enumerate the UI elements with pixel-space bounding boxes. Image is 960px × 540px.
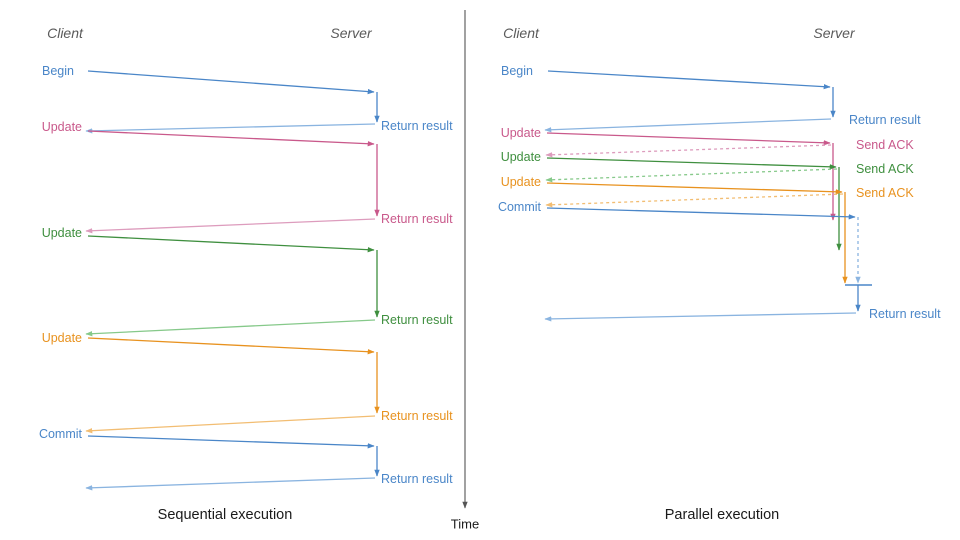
client-message-label-sequential-2: Update (41, 225, 82, 240)
actor-header-server-parallel: Server (813, 25, 855, 41)
arrow-response (544, 118, 832, 133)
actor-header-server-sequential: Server (330, 25, 372, 41)
arrow-request (546, 132, 831, 146)
time-axis-label: Time (450, 516, 480, 532)
arrow-request (547, 70, 831, 90)
server-message-label-parallel-1: Send ACK (856, 137, 914, 152)
client-message-label-parallel-1: Update (500, 125, 541, 140)
actor-header-client-sequential: Client (47, 25, 83, 41)
arrow-ack (545, 168, 838, 183)
arrow-ack (545, 193, 844, 208)
client-message-label-sequential-3: Update (41, 330, 82, 345)
client-message-label-parallel-2: Update (500, 149, 541, 164)
arrow-request (87, 235, 375, 253)
server-message-label-sequential-0: Return result (381, 118, 453, 133)
client-message-label-parallel-4: Commit (497, 199, 541, 214)
arrow-response (85, 415, 376, 434)
arrow-response (85, 319, 376, 337)
client-message-label-parallel-3: Update (500, 174, 541, 189)
client-message-label-sequential-0: Begin (42, 63, 74, 78)
client-message-label-parallel-0: Begin (501, 63, 533, 78)
arrow-response (544, 312, 857, 322)
actor-header-client-parallel: Client (503, 25, 539, 41)
arrow-ack (545, 144, 832, 158)
arrow-response (85, 477, 376, 491)
client-message-label-sequential-1: Update (41, 119, 82, 134)
panel-caption-parallel: Parallel execution (664, 506, 780, 523)
arrow-request (87, 337, 375, 355)
server-message-label-sequential-2: Return result (381, 312, 453, 327)
server-message-label-parallel-4: Return result (869, 306, 941, 321)
server-message-label-parallel-3: Send ACK (856, 185, 914, 200)
arrow-request (546, 182, 843, 195)
client-message-label-sequential-4: Commit (38, 426, 82, 441)
arrow-response (85, 218, 376, 234)
server-message-label-sequential-1: Return result (381, 211, 453, 226)
arrow-request (87, 130, 375, 147)
arrow-request (546, 207, 856, 220)
arrow-request (546, 157, 837, 170)
panel-caption-sequential: Sequential execution (157, 506, 293, 523)
server-message-label-sequential-4: Return result (381, 471, 453, 486)
arrow-request (87, 435, 375, 449)
arrow-response (85, 123, 376, 134)
server-message-label-parallel-0: Return result (849, 112, 921, 127)
server-message-label-sequential-3: Return result (381, 408, 453, 423)
arrow-request (87, 70, 375, 95)
message-arrows (85, 70, 872, 491)
server-message-label-parallel-2: Send ACK (856, 161, 914, 176)
